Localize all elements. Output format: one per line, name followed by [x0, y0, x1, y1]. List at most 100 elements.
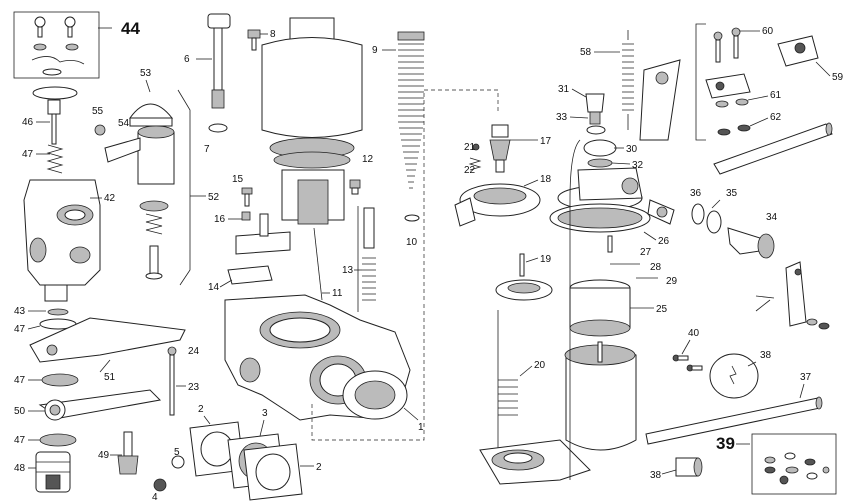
callout-13: 13: [342, 265, 354, 276]
plug-48: [35, 451, 71, 493]
air-valve-spring-9: [397, 31, 425, 189]
callout-16: 16: [214, 214, 226, 225]
callout-1: 1: [418, 422, 424, 433]
callout-10: 10: [406, 237, 418, 248]
callout-23: 23: [188, 382, 200, 393]
callout-55: 55: [92, 106, 104, 117]
callout-59: 61: [770, 90, 782, 101]
gasket-14: [227, 265, 273, 285]
callout-51: 50: [14, 406, 26, 417]
callout-33: 33: [556, 112, 568, 123]
spindle-24-23: [167, 346, 177, 416]
float-needle-17: [489, 124, 511, 173]
callout-34: 34: [766, 212, 778, 223]
callout-38: 38: [650, 470, 662, 481]
nut-60a: [717, 128, 731, 136]
callout-24: 24: [188, 346, 200, 357]
callout-2a: 2: [198, 404, 204, 415]
callout-56: 58: [580, 47, 592, 58]
float-chamber-body: [23, 179, 101, 302]
callout-20: 20: [534, 360, 546, 371]
spring-jet-52: [139, 200, 169, 280]
callout-3: 3: [262, 408, 268, 419]
washer-5-nut-4: [153, 455, 185, 492]
fuel-pipe: [569, 139, 581, 480]
inset-39-box: [751, 433, 837, 495]
callout-57: 59: [832, 72, 844, 83]
screws-41: [672, 354, 703, 372]
callout-31: 31: [558, 84, 570, 95]
spring-22: [468, 157, 482, 171]
callout-11: 11: [332, 288, 343, 299]
damper-rod-6: [207, 13, 231, 109]
callout-8: 8: [270, 29, 276, 40]
float-25: [569, 279, 631, 337]
spring-20: [498, 379, 518, 416]
callout-47b: 47: [14, 375, 26, 386]
screw-12: [349, 179, 361, 195]
bracket-16: [235, 211, 291, 255]
rod-61: [713, 122, 833, 175]
piston-cap-53: [129, 103, 174, 127]
throttle-shaft-37: [645, 396, 823, 445]
washer-35b: [706, 210, 722, 234]
sleeve-38: [675, 457, 703, 477]
callout-19: 19: [540, 254, 552, 265]
callout-37: 37: [800, 372, 812, 383]
dashed-link-lower: [311, 302, 425, 441]
dashed-link-upper: [423, 89, 499, 300]
callout-36: 36: [690, 188, 702, 199]
lever-62: [755, 261, 830, 330]
callout-21: 21: [464, 142, 476, 153]
callout-35: 35: [726, 188, 738, 199]
pins-27-28-29: [607, 235, 658, 279]
clamp-blocks: [705, 35, 819, 99]
bolts-58: [713, 27, 741, 63]
dashpot-suction-chamber: [261, 17, 363, 225]
inset-44-box: [13, 11, 100, 79]
screw-8: [247, 29, 261, 51]
callout-4: 4: [152, 492, 158, 503]
washer-10: [404, 214, 420, 222]
bolt-49: [117, 431, 139, 475]
main-carburetor-body: [224, 294, 411, 421]
callout-7: 7: [204, 144, 210, 155]
callout-2b: 2: [316, 462, 322, 473]
callout-28: 28: [650, 262, 662, 273]
washer-43: [47, 308, 69, 316]
callout-27: 27: [640, 247, 652, 258]
callout-40: 38: [760, 350, 772, 361]
washer-47b: [41, 373, 79, 387]
screw-21: [472, 143, 480, 151]
callout-49: 49: [98, 450, 110, 461]
float-lid-18: [454, 183, 541, 227]
callout-60: 62: [770, 112, 782, 123]
callout-22: 22: [464, 165, 476, 176]
callout-5: 5: [174, 447, 180, 458]
banjo-31-33-30-32: [583, 93, 617, 168]
callout-48: 48: [14, 463, 26, 474]
callout-9: 9: [372, 45, 378, 56]
screw-15: [241, 187, 253, 207]
return-bracket: [639, 59, 681, 141]
callout-53: 53: [140, 68, 152, 79]
screw-36: [647, 199, 675, 225]
callout-30: 30: [626, 144, 638, 155]
callout-18: 18: [540, 174, 552, 185]
callout-54: 54: [118, 118, 130, 129]
banjo-bolt-34: [727, 227, 775, 259]
callout-52: 52: [208, 192, 220, 203]
callout-29: 29: [666, 276, 678, 287]
washer-59b: [735, 98, 749, 106]
callout-46: 47: [22, 149, 34, 160]
screw-55: [94, 124, 106, 136]
washer-35a: [691, 203, 705, 225]
callout-15: 15: [232, 174, 244, 185]
callout-45: 46: [22, 117, 34, 128]
float-19: [495, 253, 553, 301]
callout-26: 26: [658, 236, 670, 247]
needle-11: [313, 227, 323, 301]
callout-42: 42: [104, 193, 116, 204]
